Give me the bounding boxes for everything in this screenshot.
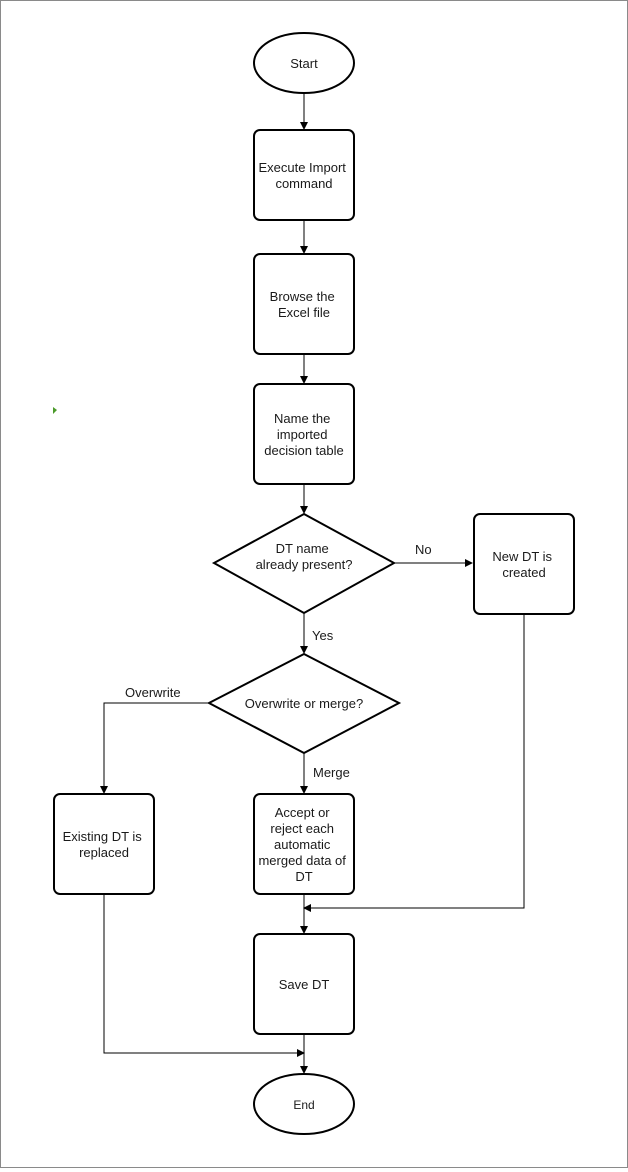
dt-name-present-decision <box>211 512 397 615</box>
start-label: Start <box>290 56 318 71</box>
end-label: End <box>293 1098 314 1112</box>
execute-import-label: Execute Import command <box>258 160 349 191</box>
overwrite-or-merge-decision <box>206 652 402 755</box>
edge-overwrite <box>100 702 209 794</box>
edge-labels: No Yes Overwrite Merge <box>125 542 432 780</box>
edge-label-no: No <box>415 542 432 557</box>
overwrite-or-merge-label: Overwrite or merge? <box>245 696 363 711</box>
execute-import-box <box>253 129 355 221</box>
save-dt-label: Save DT <box>279 977 330 992</box>
accept-reject-box <box>253 793 355 895</box>
edge-newdt-to-save <box>303 613 525 912</box>
start-terminal <box>253 32 355 94</box>
name-table-box <box>253 383 355 485</box>
marker-dot <box>53 407 57 414</box>
new-dt-created-box <box>473 513 575 615</box>
edge-replaced-to-end <box>103 893 305 1057</box>
browse-excel-label: Browse the Excel file <box>270 289 339 320</box>
existing-replaced-box <box>53 793 155 895</box>
existing-replaced-label: Existing DT is replaced <box>63 829 146 860</box>
dt-name-present-label: DT name already present? <box>256 541 353 572</box>
new-dt-created-label: New DT is created <box>492 549 555 580</box>
accept-reject-label: Accept or reject each automatic merged d… <box>258 805 349 884</box>
save-dt-box <box>253 933 355 1035</box>
edge-label-yes: Yes <box>312 628 334 643</box>
edge-label-merge: Merge <box>313 765 350 780</box>
shapes <box>53 32 575 1135</box>
name-table-label: Name the imported decision table <box>264 411 344 458</box>
connectors <box>100 93 525 1074</box>
node-labels: Start Execute Import command Browse the … <box>63 56 555 1112</box>
edge-label-overwrite: Overwrite <box>125 685 181 700</box>
browse-excel-box <box>253 253 355 355</box>
end-terminal <box>253 1073 355 1135</box>
